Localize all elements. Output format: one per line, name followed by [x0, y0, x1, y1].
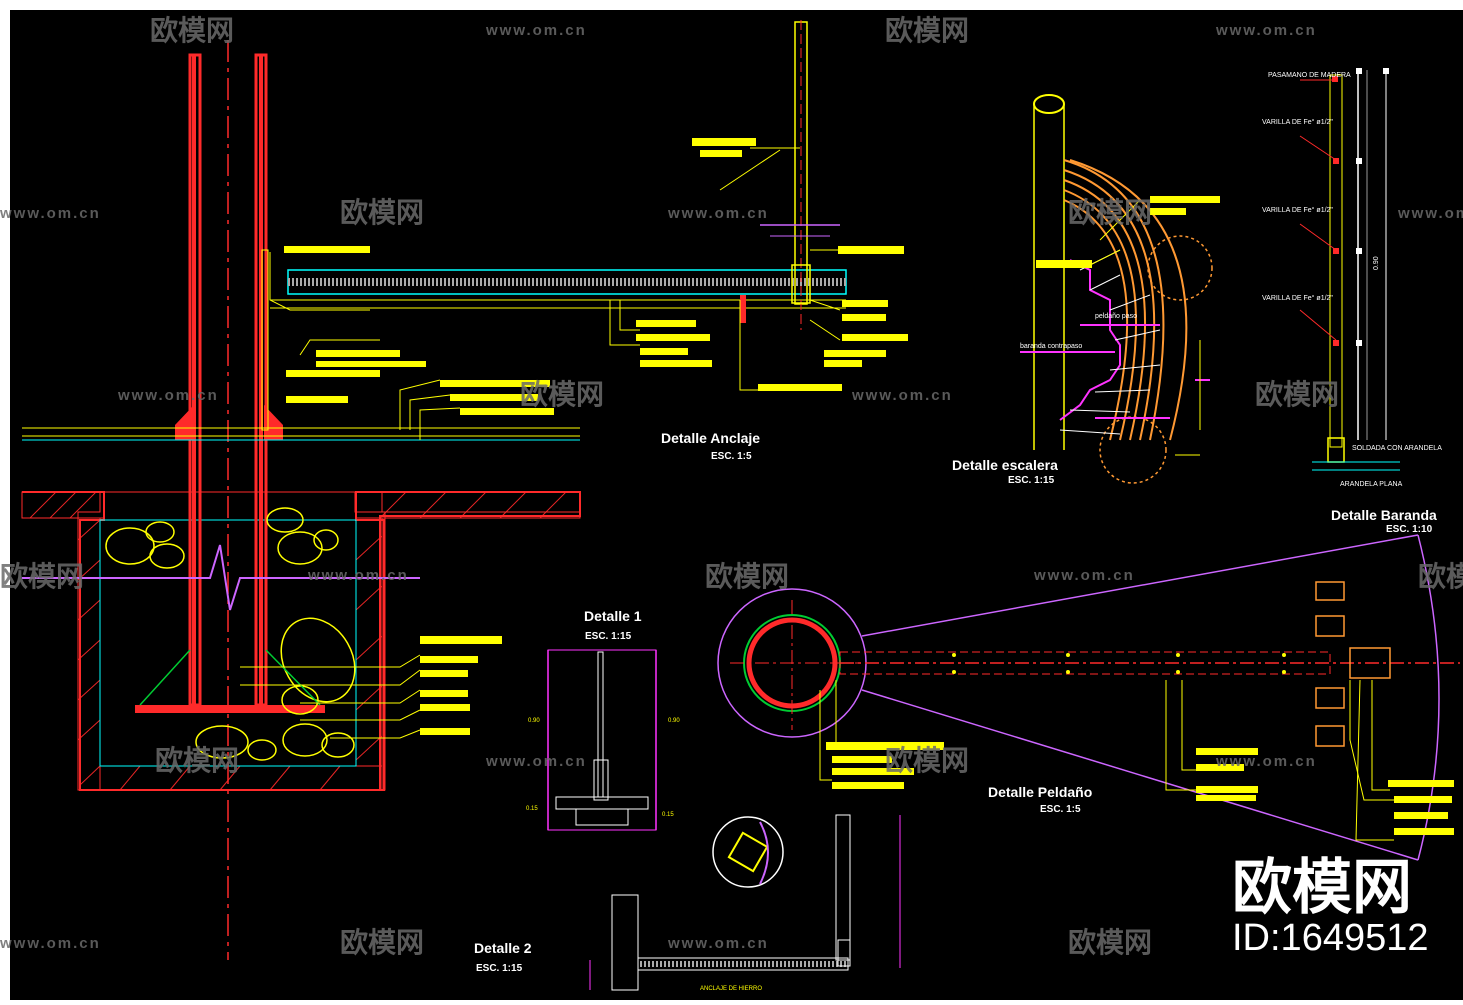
detalle-peldano-drawing: Detalle Peldaño ESC. 1:5 — [717, 534, 1460, 861]
watermark-brand-large: 欧模网 — [1232, 854, 1412, 921]
watermark-brand: 欧模网 — [155, 745, 239, 776]
baranda-label-varilla-3: VARILLA DE Fe° ø1/2" — [1262, 294, 1333, 302]
foundation-section — [21, 40, 847, 960]
watermark-brand: 欧模网 — [340, 927, 424, 958]
watermark-url: www.om.cn — [485, 753, 587, 770]
baranda-label-arandela: ARANDELA PLANA — [1340, 481, 1403, 488]
watermark-id: ID:1649512 — [1232, 917, 1429, 959]
watermark-url: www.om.cn — [1033, 567, 1135, 584]
watermark-brand: 欧模网 — [705, 561, 789, 592]
watermark-brand: 欧模网 — [150, 15, 234, 46]
watermark-url: www.om.cn — [0, 205, 101, 222]
watermark-brand: 欧模网 — [1068, 927, 1152, 958]
watermark-brand: 欧模网 — [885, 745, 969, 776]
detalle-baranda-scale: ESC. 1:10 — [1386, 524, 1433, 535]
svg-text:0.15: 0.15 — [526, 806, 538, 812]
watermark-brand: 欧模网 — [1255, 379, 1339, 410]
detalle-escalera-title: Detalle escalera — [952, 457, 1058, 473]
detalle-2-title: Detalle 2 — [474, 940, 532, 956]
detalle-2-label: ANCLAJE DE HIERRO — [700, 986, 762, 992]
watermark-brand: 欧模网 — [520, 379, 604, 410]
detalle-escalera-scale: ESC. 1:15 — [1008, 475, 1055, 486]
baranda-dimension: 0.90 — [1373, 256, 1380, 270]
detalle-peldano-scale: ESC. 1:5 — [1040, 804, 1081, 815]
watermark-url: www.om.cn — [117, 387, 219, 404]
baranda-label-pasamano: PASAMANO DE MADERA — [1268, 72, 1351, 79]
watermark-brand: 欧模网 — [0, 561, 84, 592]
watermark-brand: 欧模网 — [1068, 197, 1152, 228]
watermark-url: www.om.cn — [1215, 22, 1317, 39]
detalle-2-scale: ESC. 1:15 — [476, 963, 523, 974]
detalle-baranda-title: Detalle Baranda — [1331, 507, 1437, 523]
detalle-baranda-drawing: PASAMANO DE MADERA VARILLA DE Fe° ø1/2" … — [1262, 68, 1442, 535]
detalle-anclaje-scale: ESC. 1:5 — [711, 451, 752, 462]
baranda-label-varilla-1: VARILLA DE Fe° ø1/2" — [1262, 118, 1333, 126]
baranda-label-soldada: SOLDADA CON ARANDELA — [1352, 445, 1442, 452]
detalle-anclaje-drawing: Detalle Anclaje ESC. 1:5 — [609, 20, 908, 462]
watermark-url: www.om.cn — [851, 387, 953, 404]
drawing-canvas — [10, 10, 1463, 1000]
watermark-brand: 欧模网 — [1418, 561, 1463, 592]
detalle-1-title: Detalle 1 — [584, 608, 642, 624]
detalle-anclaje-title: Detalle Anclaje — [661, 430, 760, 446]
svg-text:0.15: 0.15 — [662, 812, 674, 818]
watermark-url: www.om.cn — [485, 22, 587, 39]
detalle-escalera-drawing: peldaño paso baranda contrapaso Detalle … — [952, 94, 1220, 486]
detalle-1-drawing: Detalle 1 ESC. 1:15 0.90 0.90 0.15 0.15 — [526, 608, 680, 831]
watermark-brand: 欧模网 — [885, 15, 969, 46]
svg-text:0.90: 0.90 — [528, 718, 540, 724]
detalle-1-scale: ESC. 1:15 — [585, 631, 632, 642]
watermark-brand: 欧模网 — [340, 197, 424, 228]
svg-text:0.90: 0.90 — [668, 718, 680, 724]
watermarks: 欧模网 www.om.cn 欧模网 www.om.cn www.om.cn 欧模… — [0, 15, 1463, 958]
watermark-url: www.om.cn — [1397, 205, 1463, 222]
detalle-2-drawing: ANCLAJE DE HIERRO Detalle 2 ESC. 1:15 — [474, 814, 901, 992]
watermark-url: www.om.cn — [667, 205, 769, 222]
detalle-peldano-title: Detalle Peldaño — [988, 784, 1092, 800]
watermark-url: www.om.cn — [307, 567, 409, 584]
watermark-url: www.om.cn — [1215, 753, 1317, 770]
escalera-label-contrapaso: baranda contrapaso — [1020, 343, 1082, 350]
watermark-url: www.om.cn — [0, 935, 101, 952]
escalera-label-paso: peldaño paso — [1095, 313, 1137, 320]
watermark-url: www.om.cn — [667, 935, 769, 952]
baranda-label-varilla-2: VARILLA DE Fe° ø1/2" — [1262, 206, 1333, 214]
